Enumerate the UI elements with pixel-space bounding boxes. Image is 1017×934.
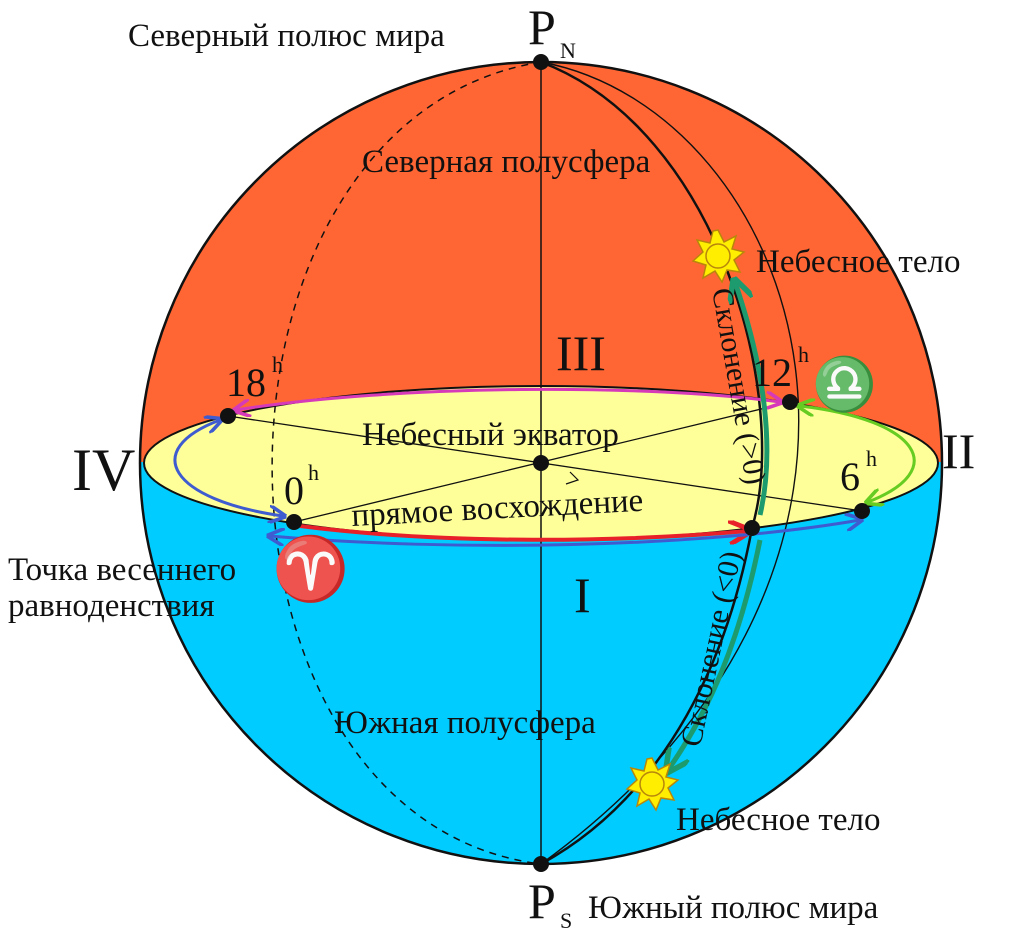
- center-point: [533, 455, 549, 471]
- hour-label-0: 0: [284, 468, 304, 513]
- aries-symbol: ♈: [272, 533, 349, 604]
- hour-label-12: 12: [752, 350, 792, 395]
- declination-foot-point: [744, 520, 760, 536]
- point-12h: [782, 394, 798, 410]
- north-pole-symbol: P: [528, 0, 556, 55]
- declination-positive-arc: [735, 282, 770, 516]
- libra-symbol: ♎: [812, 354, 877, 414]
- north-hemisphere-label: Северная полусфера: [362, 144, 651, 180]
- hour-sup-0: h: [308, 460, 319, 485]
- hour-label-18: 18: [226, 360, 266, 405]
- north-pole-caption: Северный полюс мира: [128, 18, 445, 54]
- quadrant-IV-arc: [173, 420, 283, 516]
- hour-sup-6: h: [866, 446, 877, 471]
- meridian-6h: [540, 61, 800, 865]
- point-0h: [286, 514, 302, 530]
- south-pole-symbol: P: [528, 873, 556, 929]
- south-pole-subscript: S: [560, 908, 572, 929]
- right-angle-mark: [565, 471, 580, 485]
- hour-sup-12: h: [798, 342, 809, 367]
- hour-sup-18: h: [272, 352, 283, 377]
- hour-circle-lower: [540, 527, 754, 866]
- quadrant-II-arc: [800, 406, 916, 502]
- south-hemisphere-label: Южная полусфера: [334, 705, 596, 741]
- hour-circle-upper: [540, 60, 764, 529]
- sun-icon: [625, 757, 680, 812]
- south-pole-caption: Южный полюс мира: [588, 890, 879, 926]
- quadrant-II-label: II: [942, 423, 975, 479]
- celestial-body-lower-label: Небесное тело: [676, 802, 880, 838]
- point-6h: [854, 503, 870, 519]
- celestial-body-upper-label: Небесное тело: [756, 244, 960, 280]
- quadrant-III-label: III: [556, 325, 606, 381]
- quadrant-IV-label: IV: [72, 437, 135, 503]
- equator-label: Небесный экватор: [362, 417, 619, 453]
- north-pole-subscript: N: [560, 38, 576, 63]
- vernal-equinox-label-line2: равноденствия: [8, 588, 215, 624]
- point-18h: [220, 408, 236, 424]
- declination-negative-arc: [668, 539, 763, 770]
- south-pole-point: [533, 856, 549, 872]
- hour-label-6: 6: [840, 454, 860, 499]
- vernal-equinox-label-line1: Точка весеннего: [8, 552, 236, 588]
- sun-icon: [691, 229, 746, 284]
- quadrant-III-arc: [236, 387, 780, 410]
- back-meridian-dashed: [271, 61, 542, 865]
- quadrant-I-label: I: [574, 567, 591, 623]
- north-pole-point: [533, 54, 549, 70]
- quadrant-I-arc: [270, 520, 860, 547]
